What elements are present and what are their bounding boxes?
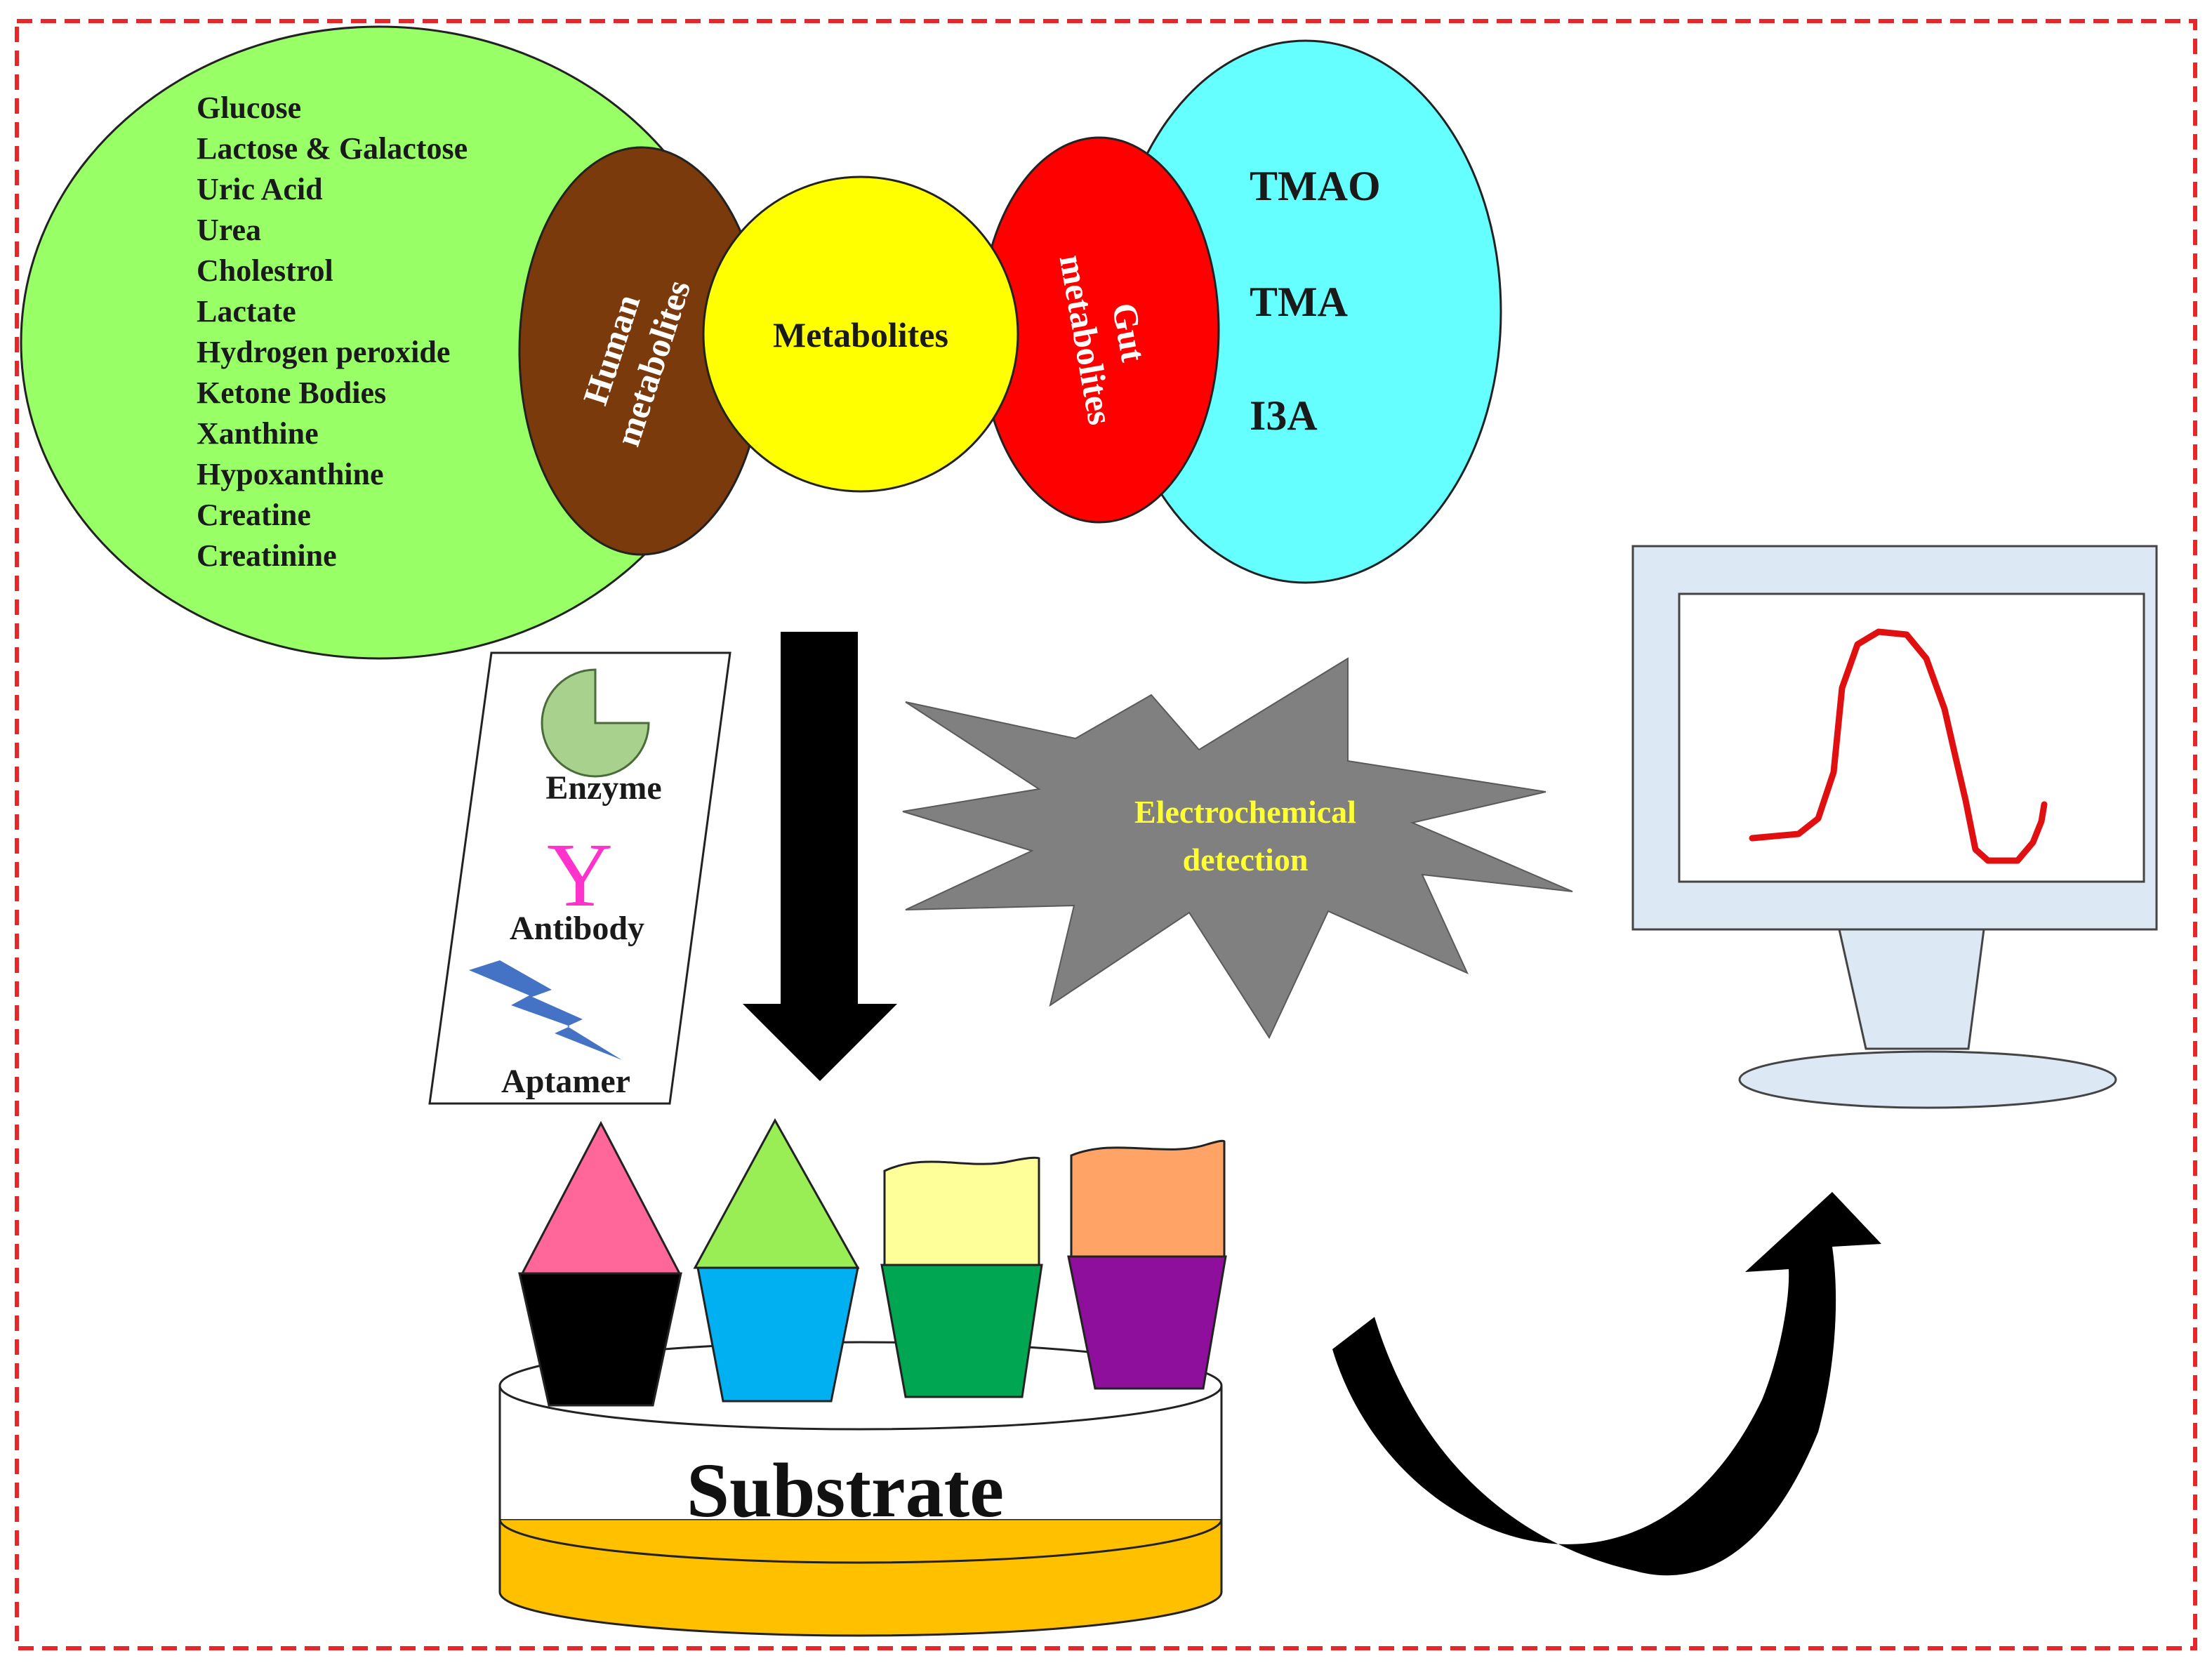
metabolite-item: Lactose & Galactose <box>197 131 468 166</box>
substrate-band <box>498 1518 1223 1564</box>
electrochemical-label-line2: detection <box>1183 842 1309 877</box>
probe-4-cup <box>1067 1255 1227 1390</box>
gut-metabolite-item: TMAO <box>1250 163 1381 209</box>
probe-2-cap <box>693 1118 860 1269</box>
electrochemical-label-line1: Electrochemical <box>1134 794 1356 830</box>
substrate-body-sides <box>498 1386 1223 1592</box>
enzyme-icon <box>541 668 650 778</box>
substrate-label: Substrate <box>687 1447 1004 1533</box>
metabolite-item: Creatinine <box>197 538 337 573</box>
down-arrow <box>743 632 897 1081</box>
metabolite-item: Uric Acid <box>197 172 323 206</box>
metabolite-item: Lactate <box>197 294 296 329</box>
dashed-border <box>15 19 2197 1650</box>
metabolites-circle <box>702 175 1019 493</box>
monitor <box>1631 545 2158 1109</box>
probe-2-cup <box>696 1266 859 1403</box>
bioreceptor-card: Enzyme Y Antibody Aptamer <box>428 651 731 1105</box>
antibody-label: Antibody <box>510 910 644 947</box>
metabolite-item: Ketone Bodies <box>197 376 386 410</box>
gut-metabolite-item: TMA <box>1250 279 1348 325</box>
monitor-neck <box>1838 928 1985 1050</box>
metabolite-item: Glucose <box>197 91 301 125</box>
probe-3-cup <box>880 1264 1043 1398</box>
metabolite-item: Xanthine <box>197 416 319 451</box>
gut-metabolites-list: TMAO TMA I3A <box>1250 163 1381 439</box>
aptamer-label: Aptamer <box>501 1063 630 1100</box>
substrate-top <box>498 1341 1223 1431</box>
metabolite-item: Hypoxanthine <box>197 457 384 491</box>
gut-metabolite-item: I3A <box>1250 392 1318 439</box>
probe-4-cap <box>1070 1139 1226 1258</box>
antibody-icon: Y <box>547 825 613 926</box>
electrochemical-label: Electrochemical detection <box>1134 794 1356 877</box>
human-metabolites-list: Glucose Lactose & Galactose Uric Acid Ur… <box>197 91 468 573</box>
enzyme-label: Enzyme <box>545 769 661 807</box>
monitor-base <box>1738 1050 2117 1109</box>
probe-1-cap <box>520 1120 682 1275</box>
substrate: Substrate <box>498 1341 1223 1637</box>
curved-arrow <box>1332 1192 1881 1576</box>
aptamer-icon <box>469 960 622 1060</box>
bioreceptor-card-frame <box>428 651 731 1105</box>
metabolites-label: Metabolites <box>773 315 948 354</box>
metabolite-item: Hydrogen peroxide <box>197 335 450 369</box>
probe-3-cap <box>883 1156 1040 1266</box>
probe-1-cup <box>518 1272 682 1407</box>
signal-curve <box>1749 628 2048 864</box>
substrate-base <box>498 1518 1223 1637</box>
metabolite-item: Creatine <box>197 498 311 532</box>
metabolite-item: Cholestrol <box>197 253 333 288</box>
electrochemical-burst <box>902 657 1573 1040</box>
metabolite-item: Urea <box>197 213 261 247</box>
